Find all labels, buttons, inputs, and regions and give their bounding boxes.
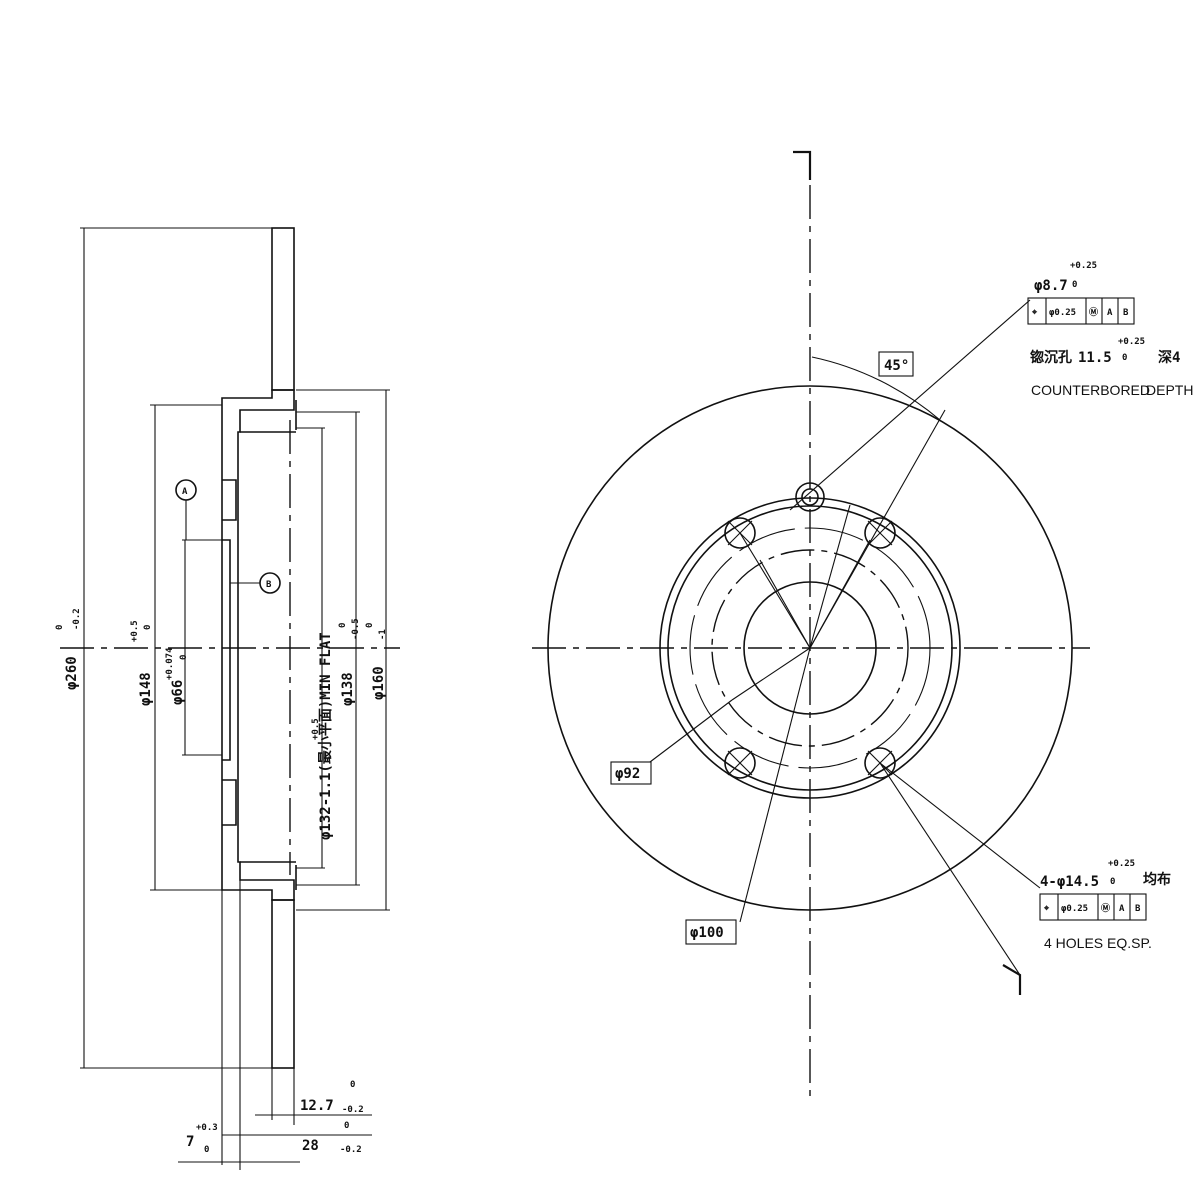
dim-28: 28 bbox=[302, 1138, 319, 1154]
bolt-hole-bl bbox=[724, 747, 756, 779]
dim-7-tol-upper: +0.3 bbox=[196, 1123, 218, 1133]
dim-66: φ66 bbox=[170, 680, 186, 705]
dim-12-7-tol-upper: 0 bbox=[350, 1080, 355, 1090]
side-section-view: φ260 0 -0.2 φ148 +0.5 0 φ66 +0.074 0 φ13… bbox=[55, 227, 400, 1170]
small-hole-fcf-symbol: ⌖ bbox=[1031, 308, 1038, 318]
datum-a-label: A bbox=[182, 487, 188, 497]
bolt-holes-callout: 4-φ14.5 +0.25 0 均布 ⌖ φ0.25 Ⓜ A B 4 HOLES… bbox=[1039, 859, 1171, 951]
dim-12-7-tol-lower: -0.2 bbox=[342, 1105, 364, 1115]
dim-12-7: 12.7 bbox=[300, 1098, 334, 1114]
small-hole-fcf-b: B bbox=[1123, 308, 1129, 318]
bolt-holes-tol-lower: 0 bbox=[1110, 877, 1115, 887]
angle-label: 45° bbox=[884, 358, 909, 374]
center-bore bbox=[743, 581, 877, 715]
angle-45-arc bbox=[811, 356, 941, 421]
small-hole-dia: φ8.7 bbox=[1034, 278, 1068, 294]
depth-en: DEPTH bbox=[1146, 382, 1193, 398]
dim-7: 7 bbox=[186, 1134, 194, 1150]
small-hole-callout: φ8.7 +0.25 0 ⌖ φ0.25 Ⓜ A B 锪沉孔 11.5 +0.2… bbox=[1027, 261, 1193, 398]
small-hole-fcf-tol: φ0.25 bbox=[1049, 308, 1076, 318]
bolt-hole-tr bbox=[864, 517, 896, 549]
small-hole-fcf-mod: Ⓜ bbox=[1089, 306, 1098, 318]
bolt-holes-eq-cn: 均布 bbox=[1143, 871, 1171, 888]
bolt-holes-fcf-b: B bbox=[1135, 904, 1141, 914]
dim-28-tol-lower: -0.2 bbox=[340, 1145, 362, 1155]
dim-260-tol-upper: 0 bbox=[55, 625, 65, 630]
disc-ring-top-section bbox=[271, 227, 295, 391]
dim-138-tol-upper: 0 bbox=[338, 623, 348, 628]
depth-cn: 深4 bbox=[1158, 349, 1180, 366]
dim-138-tol-lower: -0.5 bbox=[351, 618, 361, 640]
dim-100: φ100 bbox=[690, 925, 724, 941]
dim-132-tol: +0.5 bbox=[311, 718, 321, 740]
dim-160-tol-upper: 0 bbox=[365, 623, 375, 628]
friction-inner-edge bbox=[659, 497, 961, 799]
dim-160: φ160 bbox=[371, 666, 387, 700]
dim-148-tol-lower: 0 bbox=[143, 625, 153, 630]
dim-28-tol-upper: 0 bbox=[344, 1121, 349, 1131]
dim-66-tol-upper: +0.074 bbox=[165, 647, 175, 680]
dim-260: φ260 bbox=[64, 656, 80, 690]
small-hole-fcf-a: A bbox=[1107, 308, 1113, 318]
dim-148: φ148 bbox=[138, 672, 154, 706]
counterbore-tol-upper: +0.25 bbox=[1118, 337, 1145, 347]
dim-132-min-flat: φ132-1.1(最小平面)MIN FLAT bbox=[317, 632, 334, 840]
counterbore-cn: 锪沉孔 bbox=[1030, 349, 1072, 366]
disc-ring-bottom-section bbox=[271, 899, 295, 1069]
datum-b-label: B bbox=[266, 580, 272, 590]
counterbore-dia: 11.5 bbox=[1078, 350, 1112, 366]
hat-section bbox=[221, 389, 295, 901]
front-view: 45° φ92 φ100 φ8.7 +0.25 0 ⌖ φ0.25 Ⓜ A B … bbox=[532, 150, 1193, 1100]
disc-outer-edge bbox=[547, 385, 1073, 911]
small-hole-tol-upper: +0.25 bbox=[1070, 261, 1097, 271]
counterbored-en: COUNTERBORED bbox=[1031, 382, 1150, 398]
counterbore-tol-lower: 0 bbox=[1122, 353, 1127, 363]
dim-7-tol-lower: 0 bbox=[204, 1145, 209, 1155]
dim-148-tol-upper: +0.5 bbox=[130, 620, 140, 642]
dim-92: φ92 bbox=[615, 766, 640, 782]
dim-138: φ138 bbox=[340, 672, 356, 706]
hat-inner-outline bbox=[240, 400, 297, 890]
bolt-holes-fcf-mod: Ⓜ bbox=[1101, 902, 1110, 914]
bolt-holes-fcf-tol: φ0.25 bbox=[1061, 904, 1088, 914]
dim-160-tol-lower: -1 bbox=[378, 629, 388, 640]
pcd-100-circle bbox=[711, 549, 909, 747]
dim-66-tol-lower: 0 bbox=[179, 655, 189, 660]
bolt-holes-fcf-symbol: ⌖ bbox=[1043, 904, 1050, 914]
small-hole-tol-lower: 0 bbox=[1072, 280, 1077, 290]
bolt-holes-en: 4 HOLES EQ.SP. bbox=[1044, 935, 1152, 951]
dim-260-tol-lower: -0.2 bbox=[72, 608, 82, 630]
bolt-holes-label: 4-φ14.5 bbox=[1040, 874, 1099, 890]
bolt-holes-fcf-a: A bbox=[1119, 904, 1125, 914]
bolt-holes-tol-upper: +0.25 bbox=[1108, 859, 1135, 869]
locating-hole bbox=[795, 482, 825, 512]
